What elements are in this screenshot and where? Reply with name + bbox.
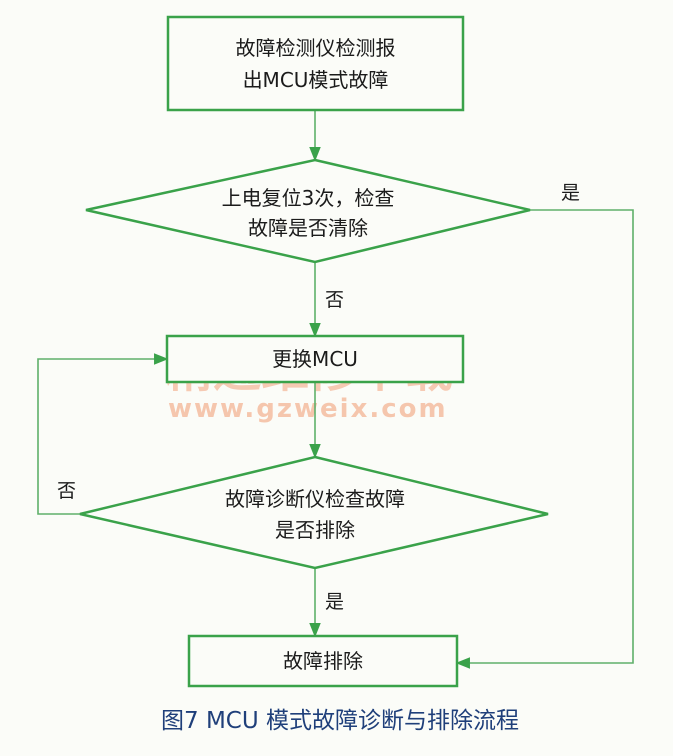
diag-check-decision	[79, 455, 549, 570]
start-node	[166, 15, 465, 112]
edge-label-diag-no: 否	[57, 480, 76, 502]
edge-label-reset-no: 否	[325, 289, 344, 311]
edge-reset-yes	[455, 209, 634, 669]
edge-diag-no	[37, 353, 169, 515]
resolved-label: 故障排除	[283, 649, 363, 673]
watermark-url: www.gzweix.com	[168, 394, 448, 424]
replace-mcu-node	[165, 334, 465, 384]
replace-mcu-label: 更换MCU	[272, 347, 358, 371]
start-node-line1: 故障检测仪检测报	[236, 36, 396, 60]
edge-label-diag-yes: 是	[325, 591, 344, 613]
reset-check-line2: 故障是否清除	[248, 216, 368, 240]
edge-label-reset-yes: 是	[561, 182, 580, 204]
resolved-node	[187, 634, 459, 688]
reset-check-line1: 上电复位3次，检查	[222, 186, 395, 210]
start-node-line2: 出MCU模式故障	[243, 68, 389, 92]
diag-check-line2: 是否排除	[275, 518, 355, 542]
figure-caption: 图7 MCU 模式故障诊断与排除流程	[161, 708, 519, 734]
diag-check-line1: 故障诊断仪检查故障	[225, 487, 405, 511]
reset-check-decision	[85, 158, 531, 264]
